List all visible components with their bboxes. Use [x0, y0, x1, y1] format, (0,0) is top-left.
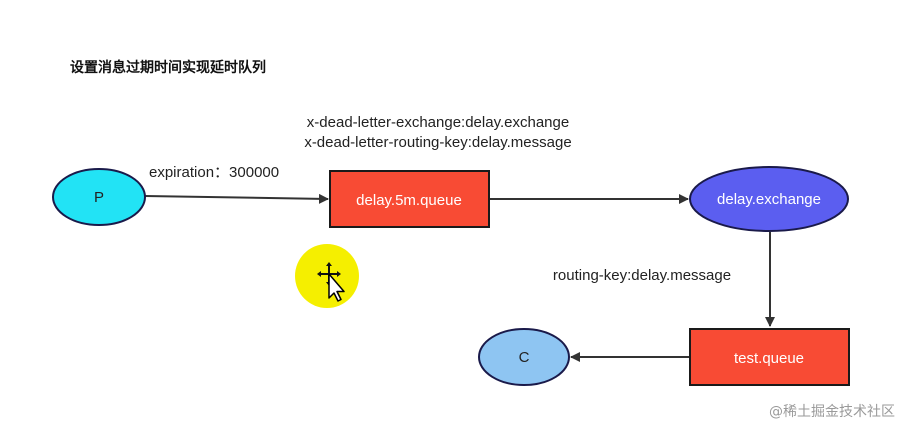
consumer-shape	[478, 328, 570, 386]
delay-exchange-shape	[689, 166, 849, 232]
producer-label: P	[94, 189, 104, 206]
dead-letter-exchange-label: x-dead-letter-exchange:delay.exchange	[307, 114, 569, 131]
move-cursor-icon	[317, 262, 345, 302]
test-queue-shape	[689, 328, 850, 386]
consumer-node: C	[478, 328, 570, 386]
delay-exchange-label: delay.exchange	[717, 191, 821, 208]
edge-producer-to-delay-queue	[144, 193, 329, 204]
test-queue-node: test.queue	[689, 328, 850, 386]
delay-queue-shape	[329, 170, 490, 228]
producer-node: P	[52, 168, 146, 226]
cursor-highlight-circle	[295, 244, 359, 308]
delay-queue-node: delay.5m.queue	[329, 170, 490, 228]
delay-queue-label: delay.5m.queue	[356, 192, 462, 209]
producer-shape	[52, 168, 146, 226]
watermark: @稀土掘金技术社区	[769, 404, 895, 420]
cursor-highlight	[295, 244, 359, 308]
dead-letter-routing-key-label: x-dead-letter-routing-key:delay.message	[304, 134, 571, 151]
delay-exchange-node: delay.exchange	[689, 166, 849, 232]
test-queue-label: test.queue	[734, 350, 804, 367]
routing-key-label: routing-key:delay.message	[553, 267, 731, 284]
consumer-label: C	[519, 349, 530, 366]
page-title: 设置消息过期时间实现延时队列	[70, 60, 266, 76]
expiration-label: expiration：300000	[149, 164, 279, 181]
